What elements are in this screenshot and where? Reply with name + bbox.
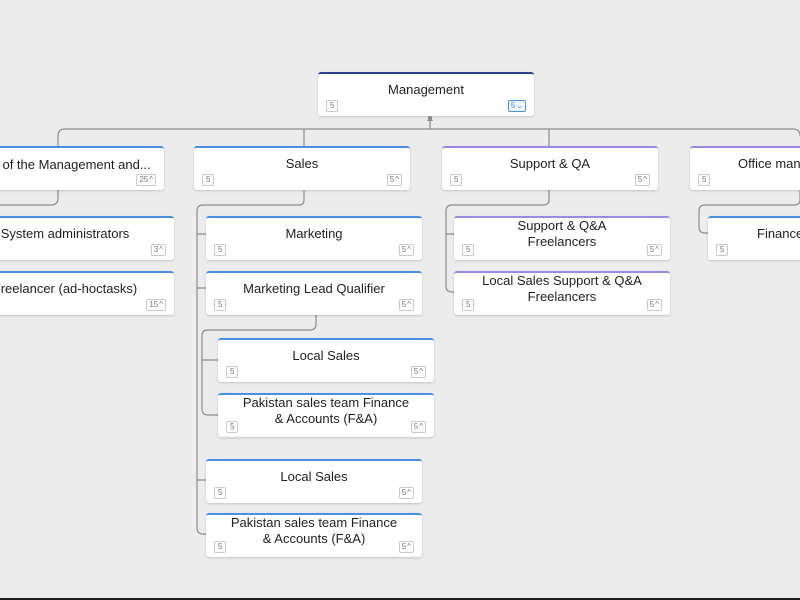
bottom-edge-bar — [0, 598, 800, 600]
children-count: 5 — [413, 422, 419, 431]
children-count: 5 — [413, 367, 419, 376]
children-count: 5 — [401, 488, 407, 497]
expand-toggle[interactable]: 5^ — [398, 487, 414, 499]
expand-toggle[interactable]: 15^ — [146, 299, 166, 311]
node-title: Local Sales Support & Q&A Freelancers — [482, 273, 642, 304]
node-title: Management — [388, 82, 464, 97]
node-marketing[interactable]: Marketing 5 5^ — [206, 216, 422, 260]
expand-toggle[interactable]: 5^ — [386, 174, 402, 186]
children-count: 5 — [649, 245, 655, 254]
node-title: Marketing Lead Qualifier — [243, 281, 385, 296]
node-title: Marketing — [285, 226, 343, 241]
node-title: Freelancer (ad-hoctasks) — [0, 281, 138, 296]
node-title: Support & Q&A Freelancers — [517, 218, 607, 249]
children-count: 5 — [401, 300, 407, 309]
node-support-qa[interactable]: Support & QA 5 5^ — [442, 146, 658, 190]
expand-toggle[interactable]: 5^ — [410, 366, 426, 378]
expand-toggle[interactable]: 5^ — [634, 174, 650, 186]
node-title: Director of the Management and... — [0, 157, 151, 172]
node-title: Finance — [757, 226, 800, 241]
children-count: 5 — [510, 101, 516, 110]
node-director[interactable]: Director of the Management and... 25^ — [0, 146, 164, 190]
node-pakistan-sales-team[interactable]: Pakistan sales team Finance & Accounts (… — [206, 513, 422, 557]
node-support-qa-freelancers[interactable]: Support & Q&A Freelancers 5 5^ — [454, 216, 670, 260]
chevron-up-icon: ^ — [159, 300, 163, 309]
expand-toggle[interactable]: 5^ — [398, 244, 414, 256]
chevron-up-icon: ^ — [159, 245, 163, 254]
chevron-up-icon: ^ — [419, 367, 423, 376]
collapse-toggle[interactable]: 5⌄ — [507, 100, 526, 112]
node-sales[interactable]: Sales 5 5^ — [194, 146, 410, 190]
node-local-sales-support[interactable]: Local Sales Support & Q&A Freelancers 5 … — [454, 271, 670, 315]
children-count: 5 — [401, 542, 407, 551]
node-member-count: 5 — [226, 421, 239, 433]
node-system-administrators[interactable]: System administrators 3^ — [0, 216, 174, 260]
node-member-count: 5 — [202, 174, 215, 186]
node-office-manager[interactable]: Office manager 5 — [690, 146, 800, 190]
node-title: Office manager — [738, 156, 800, 171]
node-member-count: 5 — [462, 244, 475, 256]
chevron-up-icon: ^ — [419, 422, 423, 431]
expand-toggle[interactable]: 5^ — [398, 541, 414, 553]
expand-toggle[interactable]: 5^ — [398, 299, 414, 311]
children-count: 15 — [149, 300, 159, 309]
children-count: 25 — [139, 175, 149, 184]
node-member-count: 5 — [716, 244, 729, 256]
expand-toggle[interactable]: 25^ — [136, 174, 156, 186]
node-management[interactable]: Management 5 5⌄ — [318, 72, 534, 116]
expand-toggle[interactable]: 5^ — [646, 244, 662, 256]
node-local-sales[interactable]: Local Sales 5 5^ — [218, 338, 434, 382]
chevron-up-icon: ^ — [407, 488, 411, 497]
chevron-up-icon: ^ — [149, 175, 153, 184]
chevron-up-icon: ^ — [655, 245, 659, 254]
node-title: Pakistan sales team Finance & Accounts (… — [230, 515, 398, 546]
expand-toggle[interactable]: 5^ — [646, 299, 662, 311]
node-member-count: 5 — [462, 299, 475, 311]
node-finance[interactable]: Finance 5 — [708, 216, 800, 260]
children-count: 5 — [637, 175, 643, 184]
node-member-count: 5 — [226, 366, 239, 378]
node-freelancer[interactable]: Freelancer (ad-hoctasks) 15^ — [0, 271, 174, 315]
children-count: 3 — [153, 245, 159, 254]
node-member-count: 5 — [214, 487, 227, 499]
chevron-up-icon: ^ — [395, 175, 399, 184]
chevron-up-icon: ^ — [407, 245, 411, 254]
node-title: Local Sales — [292, 348, 360, 363]
node-member-count: 5 — [214, 299, 227, 311]
node-member-count: 5 — [214, 541, 227, 553]
node-marketing-lead-qualifier[interactable]: Marketing Lead Qualifier 5 5^ — [206, 271, 422, 315]
children-count: 5 — [649, 300, 655, 309]
chevron-down-icon: ⌄ — [516, 101, 523, 110]
node-member-count: 5 — [450, 174, 463, 186]
node-title: Local Sales — [280, 469, 348, 484]
node-title: Pakistan sales team Finance & Accounts (… — [242, 395, 410, 426]
node-title: System administrators — [0, 226, 130, 241]
chevron-up-icon: ^ — [643, 175, 647, 184]
children-count: 5 — [389, 175, 395, 184]
node-member-count: 5 — [698, 174, 711, 186]
node-pakistan-sales-team[interactable]: Pakistan sales team Finance & Accounts (… — [218, 393, 434, 437]
expand-toggle[interactable]: 3^ — [150, 244, 166, 256]
chevron-up-icon: ^ — [407, 300, 411, 309]
node-title: Support & QA — [509, 156, 591, 171]
node-title: Sales — [285, 156, 319, 171]
node-local-sales[interactable]: Local Sales 5 5^ — [206, 459, 422, 503]
chevron-up-icon: ^ — [655, 300, 659, 309]
expand-toggle[interactable]: 5^ — [410, 421, 426, 433]
node-member-count: 5 — [326, 100, 339, 112]
chevron-up-icon: ^ — [407, 542, 411, 551]
children-count: 5 — [401, 245, 407, 254]
node-member-count: 5 — [214, 244, 227, 256]
